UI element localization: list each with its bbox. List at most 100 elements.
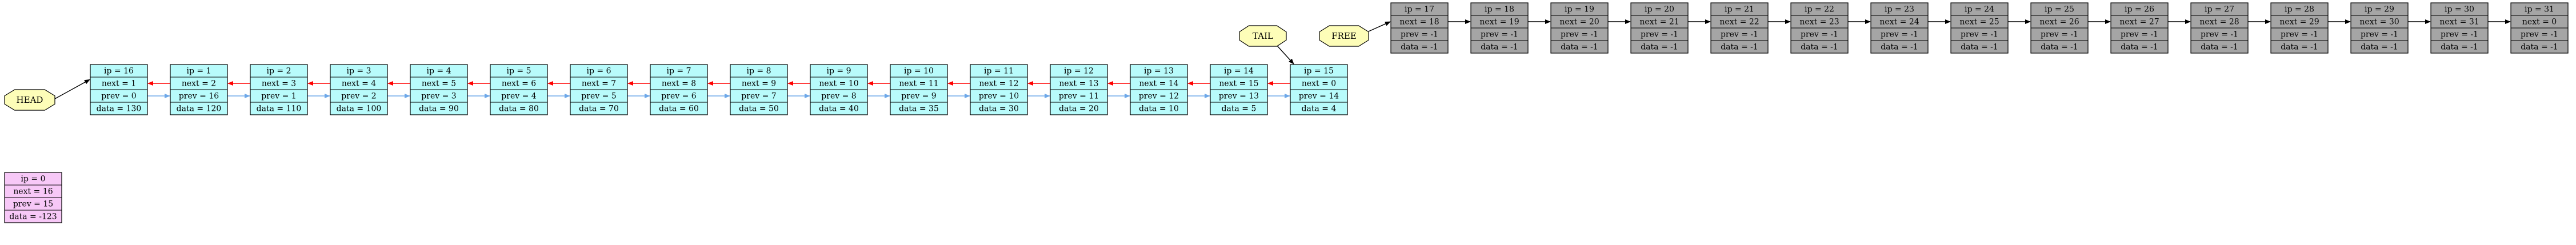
free-node-prev-field: prev = -1 (2441, 30, 2478, 39)
active-node-prev-field: prev = 14 (1299, 92, 1339, 101)
active-node-next-field: next = 12 (979, 79, 1018, 89)
active-node-ip-field: ip = 4 (427, 67, 451, 76)
active-node: ip = 14 next = 15 prev = 13 data = 5 (1210, 64, 1268, 115)
free-node-prev-field: prev = -1 (1881, 30, 1918, 39)
free-node-ip-field: ip = 26 (2125, 5, 2154, 14)
active-node-data-field: data = 5 (1222, 105, 1257, 114)
active-node-next-field: next = 0 (1302, 79, 1336, 89)
active-node-ip-field: ip = 10 (904, 67, 934, 76)
free-edge (1368, 21, 1391, 32)
active-node-prev-field: prev = 7 (741, 92, 776, 101)
free-node-data-field: data = -1 (2281, 43, 2318, 52)
free-node-prev-field: prev = -1 (1481, 30, 1518, 39)
active-node-prev-field: prev = 0 (101, 92, 136, 101)
free-node-next-field: next = 27 (2119, 18, 2159, 27)
active-node-ip-field: ip = 14 (1224, 67, 1254, 76)
active-node-data-field: data = 10 (1139, 105, 1179, 114)
free-node-prev-field: prev = -1 (1961, 30, 1998, 39)
free-node-data-field: data = -1 (1481, 43, 1518, 52)
active-node-data-field: data = 40 (819, 105, 859, 114)
active-node-prev-field: prev = 13 (1219, 92, 1259, 101)
active-node: ip = 10 next = 11 prev = 9 data = 35 (890, 64, 948, 115)
active-node-next-field: next = 15 (1219, 79, 1258, 89)
active-node-data-field: data = 90 (419, 105, 459, 114)
free-node-data-field: data = -1 (2521, 43, 2558, 52)
free-node-next-field: next = 20 (1559, 18, 1599, 27)
free-node-ip-field: ip = 17 (1405, 5, 1434, 14)
free-label-text: FREE (1331, 31, 1357, 41)
active-node-next-field: next = 10 (819, 79, 858, 89)
active-node-data-field: data = 35 (899, 105, 939, 114)
active-node-next-field: next = 8 (662, 79, 696, 89)
free-node-next-field: next = 25 (1959, 18, 1999, 27)
active-node-next-field: next = 14 (1139, 79, 1178, 89)
active-node-data-field: data = 120 (177, 105, 222, 114)
active-node-next-field: next = 11 (899, 79, 938, 89)
free-node-ip-field: ip = 20 (1645, 5, 1674, 14)
free-node-next-field: next = 31 (2439, 18, 2479, 27)
free-node-ip-field: ip = 19 (1565, 5, 1594, 14)
free-node-prev-field: prev = -1 (2361, 30, 2398, 39)
active-node-prev-field: prev = 11 (1059, 92, 1099, 101)
free-node-prev-field: prev = -1 (2521, 30, 2558, 39)
active-node-data-field: data = 4 (1302, 105, 1337, 114)
free-node-prev-field: prev = -1 (2201, 30, 2238, 39)
active-node-ip-field: ip = 15 (1304, 67, 1334, 76)
active-node-ip-field: ip = 1 (187, 67, 211, 76)
free-node-prev-field: prev = -1 (2041, 30, 2078, 39)
free-node-ip-field: ip = 28 (2285, 5, 2314, 14)
free-node-ip-field: ip = 22 (1805, 5, 1834, 14)
active-node-prev-field: prev = 16 (179, 92, 219, 101)
active-node-ip-field: ip = 8 (747, 67, 771, 76)
free-node-ip-field: ip = 27 (2205, 5, 2234, 14)
free-node-next-field: next = 21 (1639, 18, 1679, 27)
active-node-prev-field: prev = 12 (1139, 92, 1179, 101)
free-node-ip-field: ip = 25 (2045, 5, 2074, 14)
free-node-ip-field: ip = 24 (1965, 5, 1994, 14)
active-node-prev-field: prev = 6 (661, 92, 696, 101)
active-node-next-field: next = 1 (102, 79, 136, 89)
head-label-text: HEAD (17, 95, 43, 105)
active-node-data-field: data = 30 (979, 105, 1019, 114)
active-node: ip = 15 next = 0 prev = 14 data = 4 (1290, 64, 1348, 115)
edges (54, 19, 2511, 99)
active-node-prev-field: prev = 3 (421, 92, 456, 101)
active-node-ip-field: ip = 3 (347, 67, 371, 76)
active-node-data-field: data = 50 (739, 105, 779, 114)
free-node-ip-field: ip = 29 (2365, 5, 2394, 14)
free-node-data-field: data = -1 (1801, 43, 1838, 52)
tail-label-text: TAIL (1253, 31, 1273, 41)
free-node-next-field: next = 29 (2279, 18, 2319, 27)
active-node-ip-field: ip = 16 (104, 67, 134, 76)
active-node-ip-field: ip = 2 (267, 67, 291, 76)
active-node-data-field: data = 110 (257, 105, 302, 114)
free-node-next-field: next = 28 (2199, 18, 2239, 27)
free-node-data-field: data = -1 (2441, 43, 2478, 52)
free-node-next-field: next = 24 (1879, 18, 1919, 27)
head-label-shape (4, 89, 55, 111)
active-node-prev-field: prev = 2 (341, 92, 376, 101)
active-node-prev-field: prev = 9 (901, 92, 936, 101)
free-node-prev-field: prev = -1 (1641, 30, 1678, 39)
free-node-data-field: data = -1 (2201, 43, 2238, 52)
tail-label-shape (1239, 25, 1287, 47)
free-node-ip-field: ip = 31 (2525, 5, 2554, 14)
active-node-ip-field: ip = 12 (1064, 67, 1094, 76)
free-node-data-field: data = -1 (2361, 43, 2398, 52)
